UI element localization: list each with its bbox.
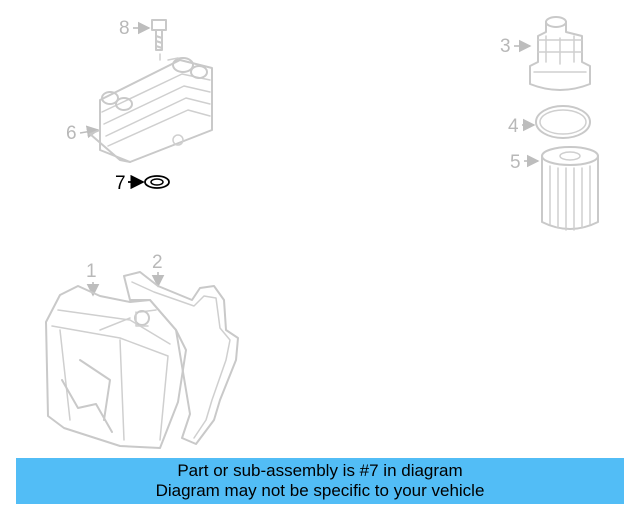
callout-7: 7 xyxy=(115,173,126,194)
part-8-bolt: 8 xyxy=(119,18,167,51)
callout-6: 6 xyxy=(66,123,77,144)
callout-3: 3 xyxy=(500,36,511,57)
callout-1: 1 xyxy=(86,261,97,282)
part-6-oil-cooler: 6 xyxy=(66,53,213,163)
part-5-filter-element: 5 xyxy=(510,146,599,231)
callout-5: 5 xyxy=(510,152,521,173)
part-7-o-ring: 7 xyxy=(115,173,170,194)
callout-2: 2 xyxy=(152,252,163,273)
part-1-oil-pan: 1 xyxy=(45,261,187,449)
callout-8: 8 xyxy=(119,18,130,39)
part-2-gasket: 2 xyxy=(123,252,239,445)
callout-6-arrow xyxy=(79,125,100,139)
info-banner: Part or sub-assembly is #7 in diagram Di… xyxy=(16,458,624,504)
part-4-filter-seal: 4 xyxy=(508,105,591,139)
banner-line-2: Diagram may not be specific to your vehi… xyxy=(155,481,485,500)
banner-line-1: Part or sub-assembly is #7 in diagram xyxy=(177,461,463,480)
callout-4: 4 xyxy=(508,116,519,137)
part-3-filter-cap: 3 xyxy=(500,16,591,91)
